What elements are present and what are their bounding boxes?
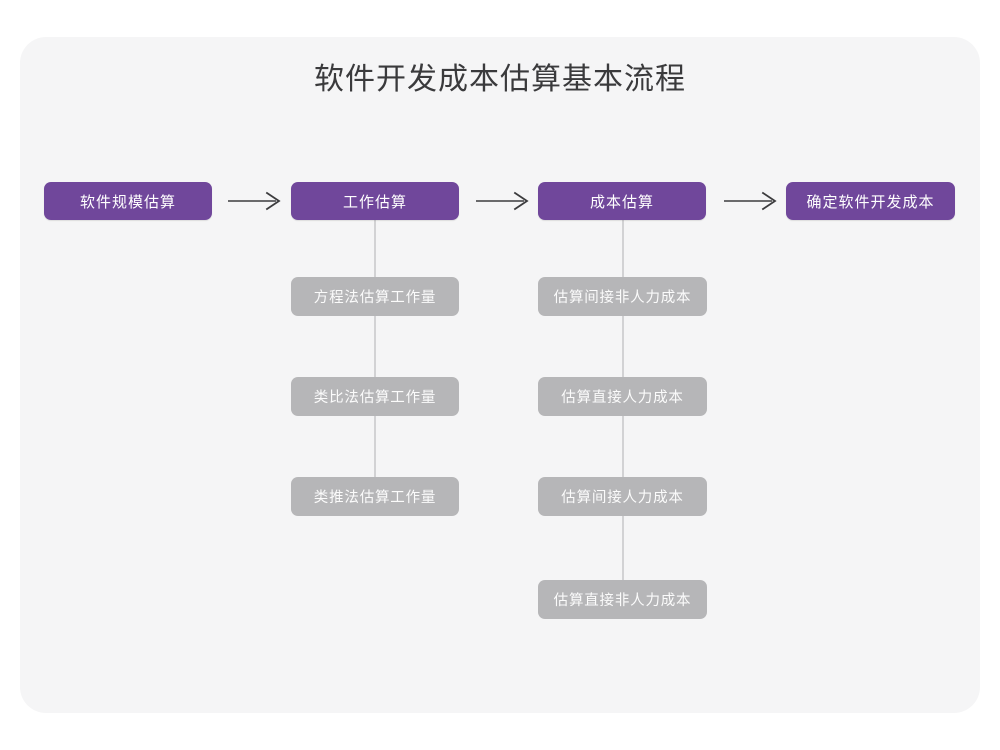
stage-label: 工作估算 [342, 193, 407, 211]
stage-box-software-scale[interactable]: 软件规模估算 [44, 182, 212, 220]
connector-line-col2-b [374, 315, 376, 378]
stage-label: 软件规模估算 [79, 193, 176, 211]
substep-box-direct-labor-cost[interactable]: 估算直接人力成本 [538, 377, 707, 416]
substep-box-indirect-nonlabor-cost[interactable]: 估算间接非人力成本 [538, 277, 707, 316]
substep-label: 方程法估算工作量 [313, 290, 437, 306]
substep-box-direct-nonlabor-cost[interactable]: 估算直接非人力成本 [538, 580, 707, 619]
stage-label: 成本估算 [589, 193, 654, 211]
stage-box-cost-estimation[interactable]: 成本估算 [538, 182, 706, 220]
substep-box-equation-method[interactable]: 方程法估算工作量 [291, 277, 459, 316]
substep-box-analogy-method[interactable]: 类比法估算工作量 [291, 377, 459, 416]
diagram-card [20, 37, 980, 713]
connector-line-col3-a [622, 218, 624, 278]
substep-label: 估算间接人力成本 [561, 490, 684, 506]
stage-label: 确定软件开发成本 [806, 193, 935, 211]
stage-box-work-estimation[interactable]: 工作估算 [291, 182, 459, 220]
connector-line-col3-c [622, 416, 624, 478]
substep-label: 类推法估算工作量 [313, 490, 437, 506]
substep-label: 估算直接人力成本 [561, 390, 684, 406]
page-title: 软件开发成本估算基本流程 [314, 63, 686, 96]
arrow-stage3-stage4 [722, 189, 782, 213]
substep-box-indirect-labor-cost[interactable]: 估算间接人力成本 [538, 477, 707, 516]
arrow-stage1-stage2 [226, 189, 286, 213]
substep-label: 类比法估算工作量 [313, 390, 437, 406]
connector-line-col3-b [622, 316, 624, 378]
substep-label: 估算间接非人力成本 [553, 290, 692, 306]
stage-box-final-cost[interactable]: 确定软件开发成本 [786, 182, 955, 220]
substep-label: 估算直接非人力成本 [553, 593, 692, 609]
substep-box-inference-method[interactable]: 类推法估算工作量 [291, 477, 459, 516]
connector-line-col2-c [374, 415, 376, 478]
arrow-stage2-stage3 [474, 189, 534, 213]
connector-line-col3-d [622, 516, 624, 580]
connector-line-col2-a [374, 218, 376, 278]
